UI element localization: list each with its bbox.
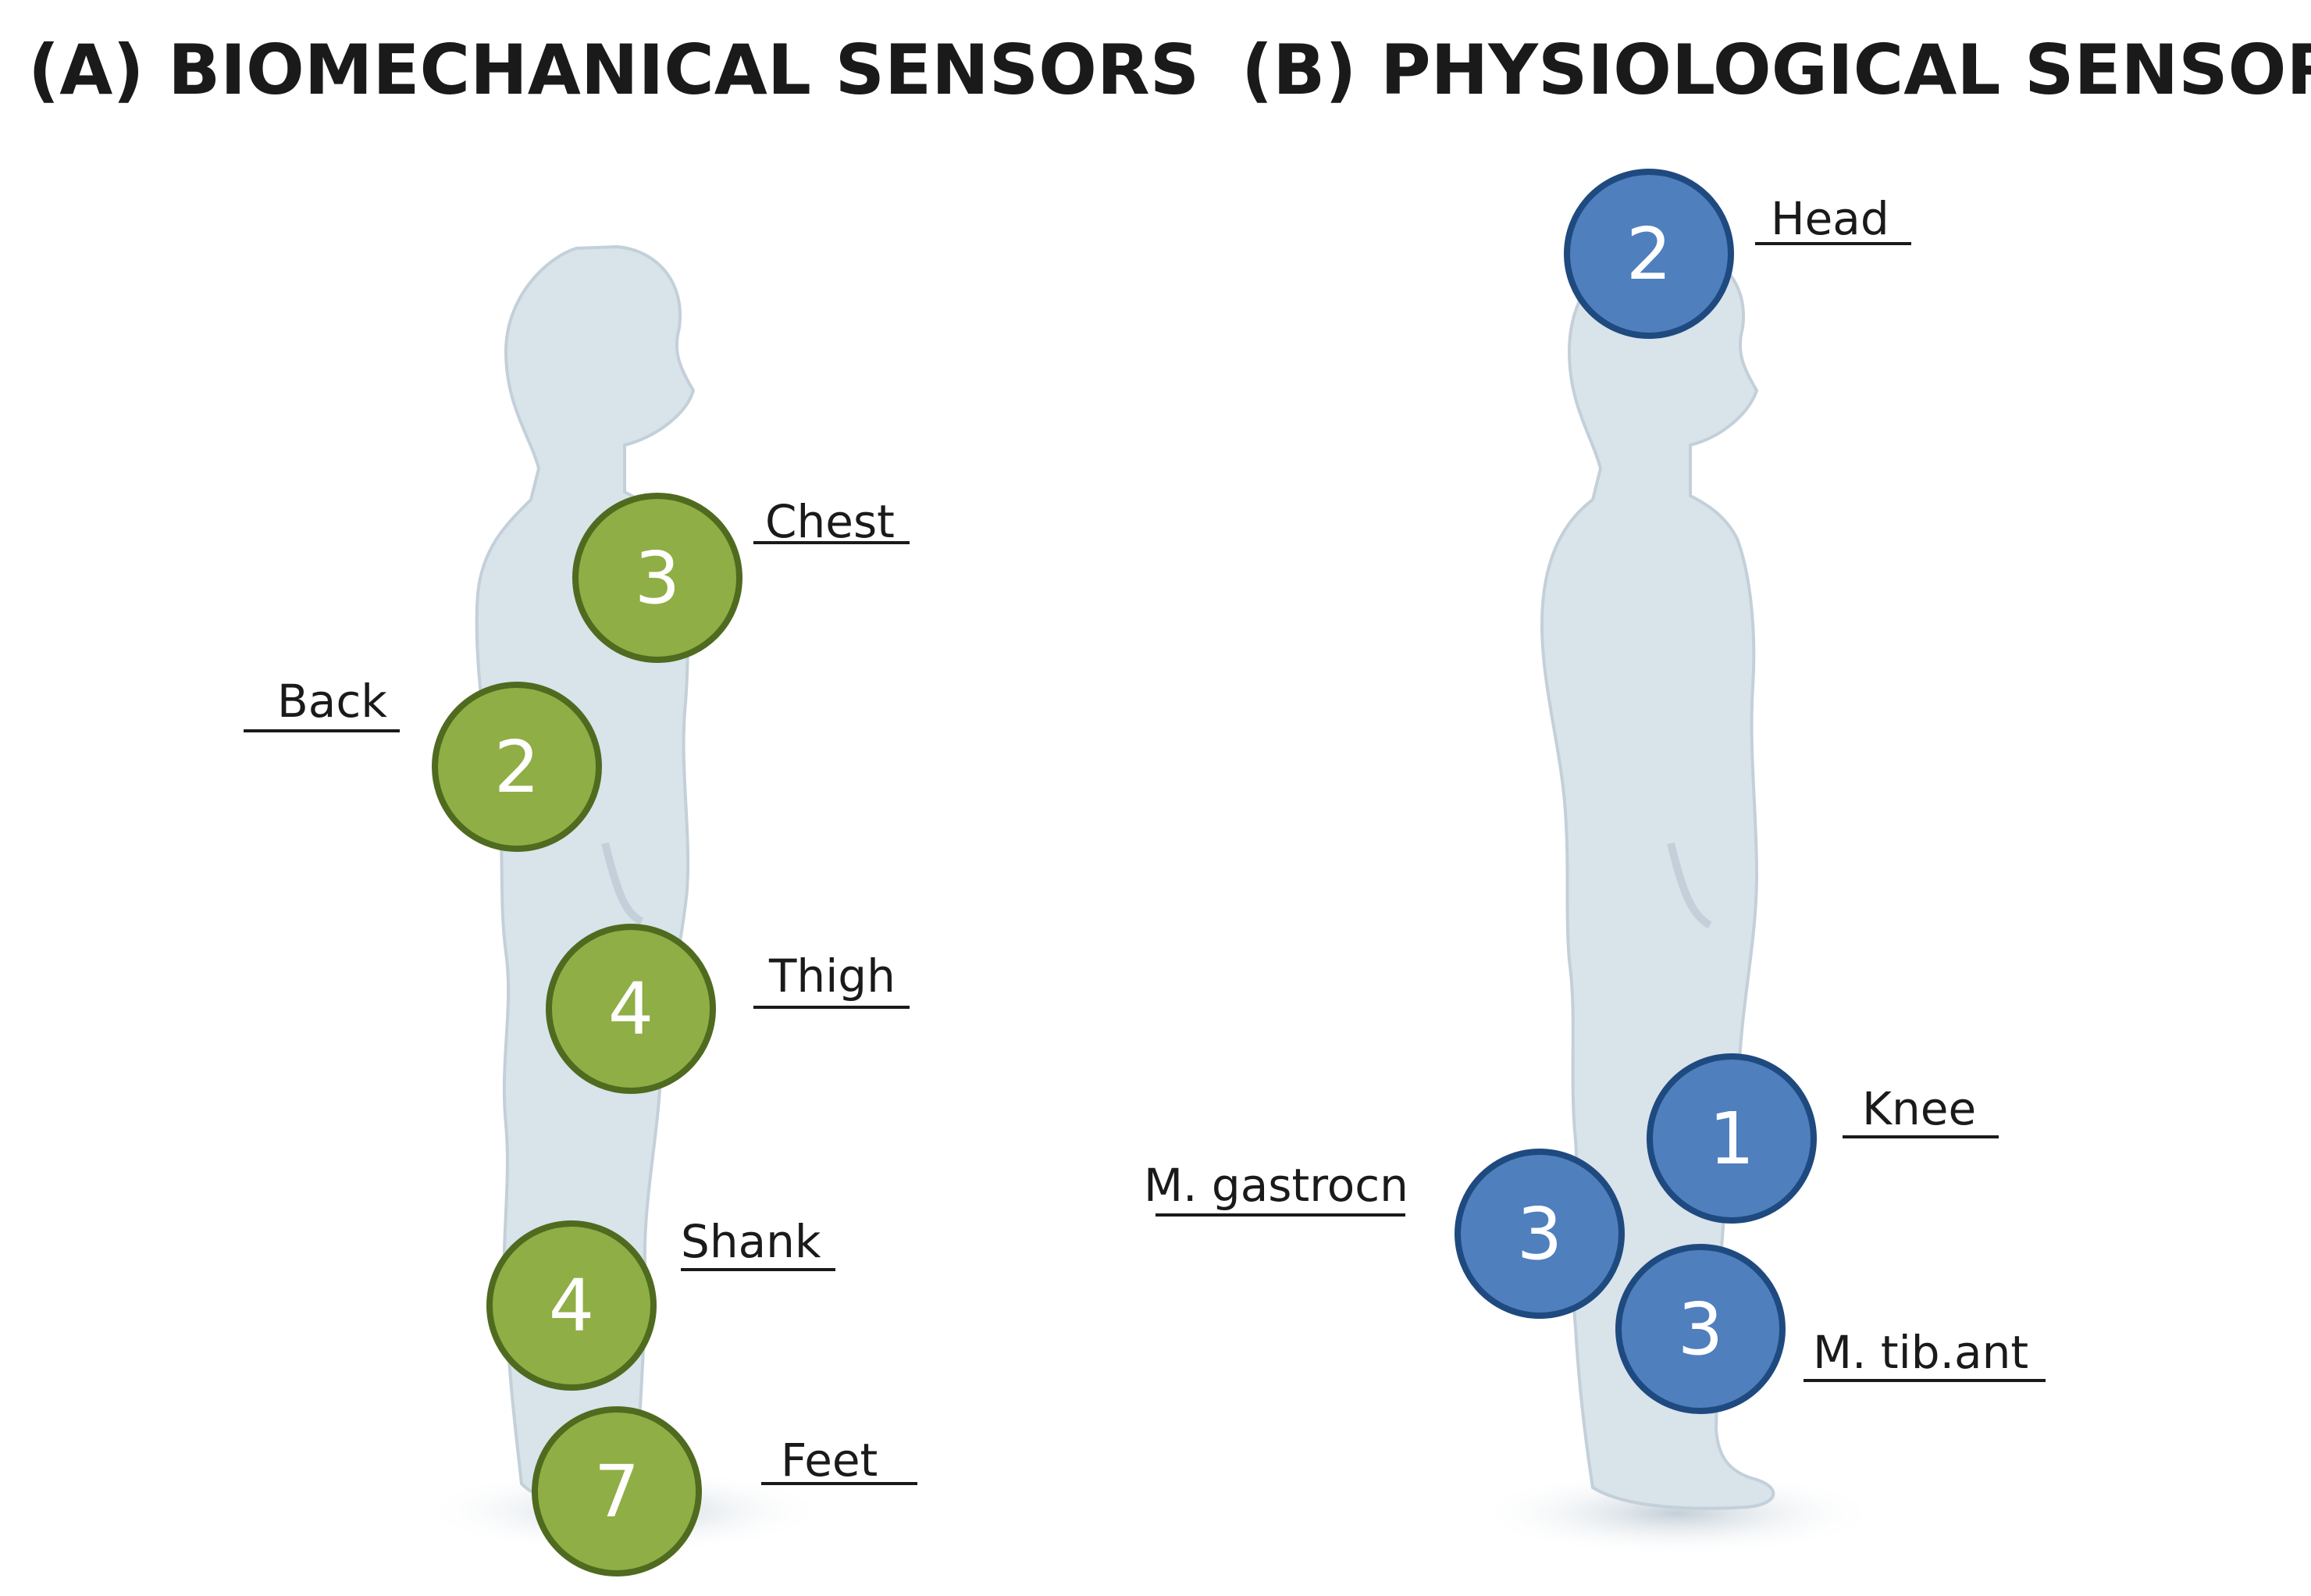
label-chest: Chest	[753, 495, 910, 548]
label-gastrocnemius: M. gastrocn	[1144, 1159, 1408, 1217]
marker-thigh-count: 4	[608, 967, 654, 1051]
label-shank-text: Shank	[681, 1215, 821, 1268]
marker-shank: 4	[486, 1220, 657, 1391]
label-tibialis-anterior-text: M. tib.ant	[1813, 1326, 2028, 1379]
panel-a-title: (A) BIOMECHANICAL SENSORS	[28, 30, 1200, 110]
label-chest-text: Chest	[765, 495, 895, 548]
label-head: Head	[1755, 192, 1911, 245]
label-knee: Knee	[1843, 1082, 1999, 1138]
marker-back: 2	[432, 682, 602, 852]
marker-thigh: 4	[546, 924, 716, 1094]
marker-feet: 7	[532, 1406, 702, 1576]
marker-chest: 3	[572, 493, 742, 663]
label-feet-text: Feet	[781, 1434, 878, 1487]
marker-tibialis-anterior: 3	[1615, 1244, 1786, 1414]
marker-knee: 1	[1647, 1053, 1817, 1224]
label-back: Back	[244, 675, 400, 732]
label-tibialis-anterior: M. tib.ant	[1804, 1326, 2046, 1382]
marker-tibialis-anterior-count: 3	[1678, 1288, 1724, 1371]
marker-gastrocnemius-count: 3	[1517, 1192, 1563, 1276]
marker-chest-count: 3	[635, 536, 681, 620]
label-gastrocnemius-text: M. gastrocn	[1144, 1159, 1408, 1212]
marker-head: 2	[1564, 169, 1734, 339]
label-thigh-text: Thigh	[768, 949, 896, 1003]
label-knee-text: Knee	[1862, 1082, 1976, 1135]
marker-head-count: 2	[1626, 212, 1672, 296]
label-head-text: Head	[1771, 192, 1889, 245]
marker-back-count: 2	[494, 725, 540, 809]
marker-knee-count: 1	[1709, 1097, 1755, 1181]
marker-gastrocnemius: 3	[1455, 1149, 1625, 1319]
label-shank: Shank	[681, 1215, 835, 1271]
panel-b-title: (B) PHYSIOLOGICAL SENSORS	[1241, 30, 2311, 110]
label-back-text: Back	[277, 675, 387, 728]
label-thigh: Thigh	[753, 949, 910, 1009]
marker-shank-count: 4	[549, 1264, 595, 1348]
marker-feet-count: 7	[594, 1450, 640, 1534]
label-feet: Feet	[761, 1434, 917, 1487]
